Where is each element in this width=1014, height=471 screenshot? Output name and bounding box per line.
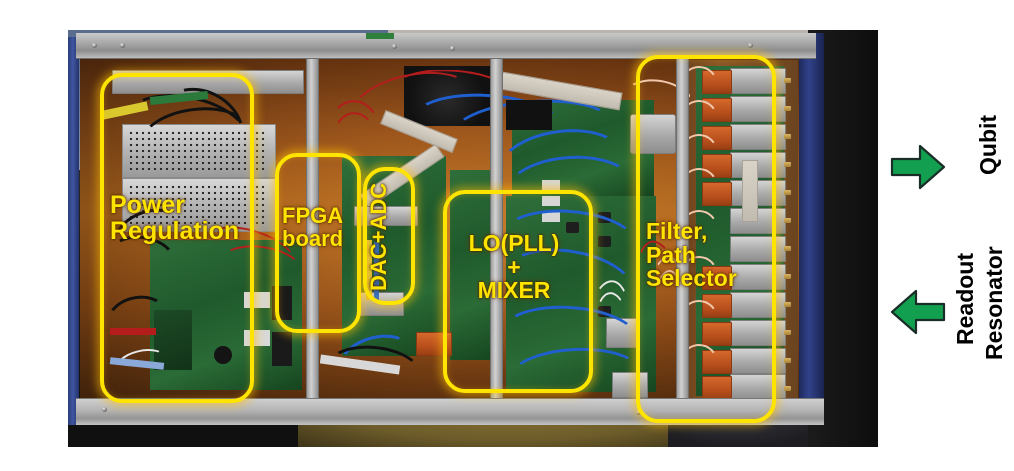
coax-bundle-right bbox=[768, 56, 802, 400]
rack-chassis bbox=[68, 33, 824, 425]
right-arrow-icon bbox=[890, 144, 946, 190]
rack-top-bar bbox=[76, 33, 816, 59]
annotation-label-power-regulation: Power Regulation bbox=[110, 191, 240, 245]
divider-rail-right bbox=[676, 56, 689, 400]
annotation-label-fpga-board: FPGA board bbox=[282, 203, 344, 251]
readout-port-label-line2: Resonator bbox=[981, 246, 1007, 360]
annotation-label-dac-adc: DAC+ADC bbox=[366, 182, 391, 291]
top-cable-harness bbox=[330, 70, 690, 156]
chassis-interior bbox=[80, 56, 802, 400]
divider-rail-left bbox=[306, 56, 319, 400]
rack-bottom-bar bbox=[76, 398, 824, 425]
qubit-arrow bbox=[890, 143, 946, 191]
qubit-port-label: Qubit bbox=[975, 114, 1001, 175]
rack-rail-blue-right bbox=[799, 33, 824, 423]
equipment-photo: Power Regulation FPGA board DAC+ADC LO(P… bbox=[68, 30, 878, 447]
annotation-label-filter-path-selector: Filter, Path Selector bbox=[646, 218, 737, 292]
rack-rail-blue-left bbox=[68, 37, 79, 425]
readout-port-label-line1: Readout bbox=[952, 253, 978, 345]
annotation-label-lo-mixer: LO(PLL) + MIXER bbox=[468, 230, 560, 304]
left-arrow-icon bbox=[890, 289, 946, 335]
bay-filter bbox=[686, 60, 798, 398]
divider-rail-mid bbox=[490, 56, 503, 400]
readout-arrow bbox=[890, 288, 946, 336]
